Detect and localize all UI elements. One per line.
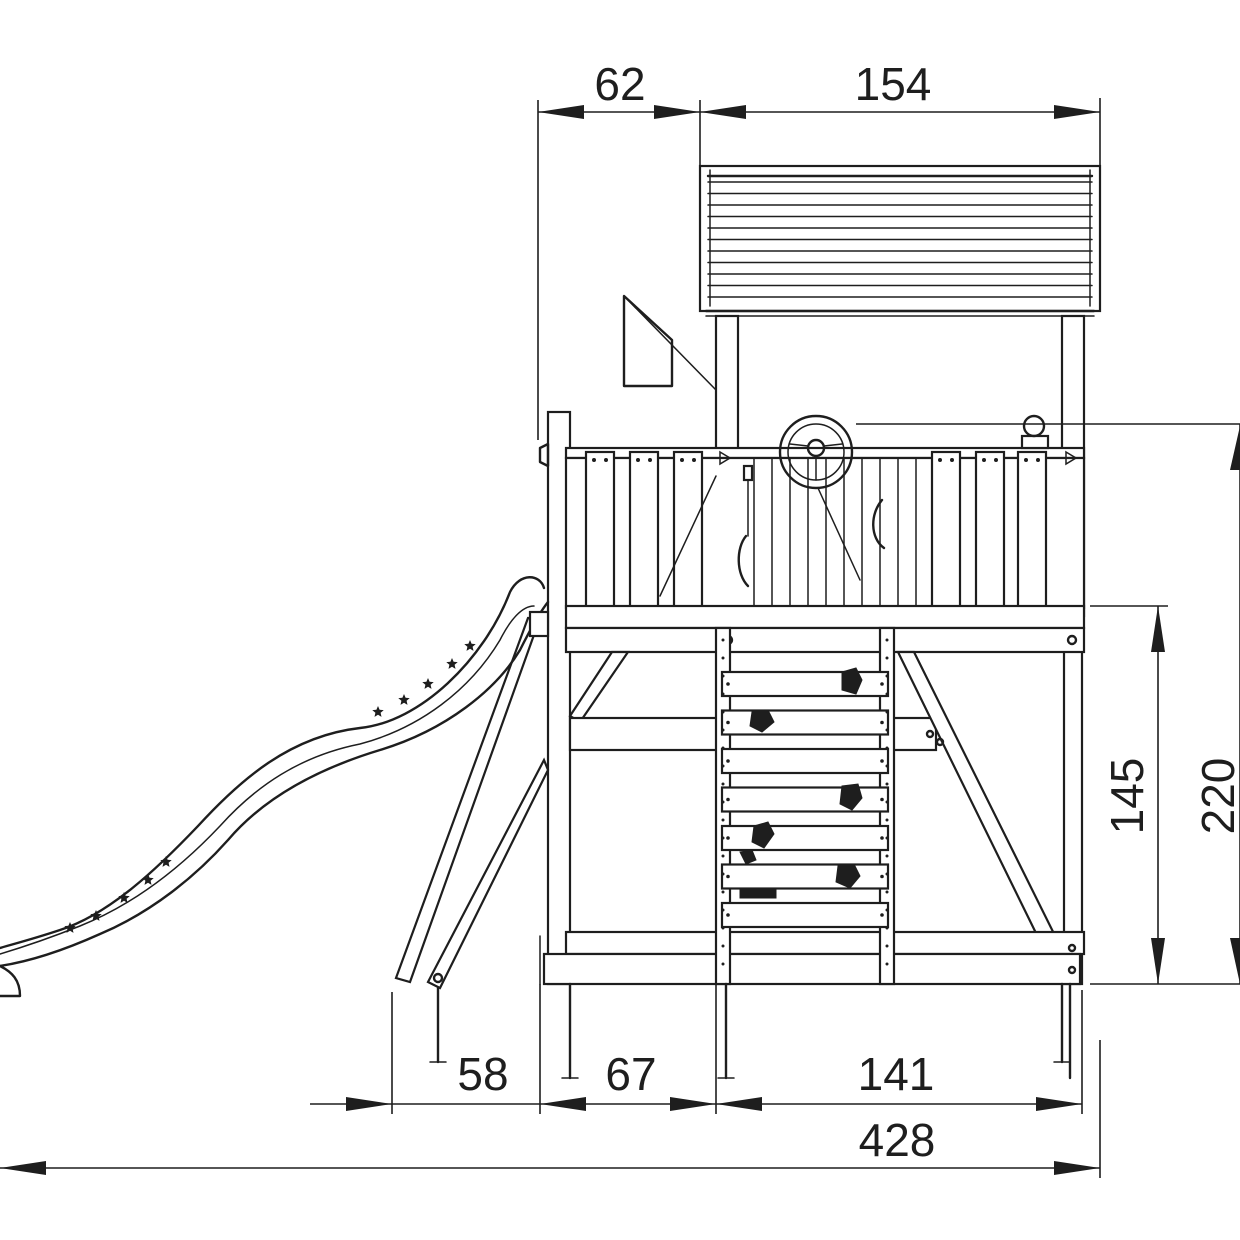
telescope-icon[interactable] [1020, 414, 1050, 450]
dim-right-inner-label: 145 [1101, 758, 1153, 835]
deck [564, 604, 1086, 654]
roof [698, 164, 1102, 317]
dim-bottom-a-label: 58 [457, 1048, 508, 1100]
wall-board [720, 863, 890, 890]
star-icon [90, 910, 102, 921]
star-icon [446, 658, 458, 669]
dim-bottom-c-label: 141 [858, 1048, 935, 1100]
railing-board [584, 450, 616, 624]
railing-board [974, 450, 1006, 624]
wall-boards [720, 638, 890, 966]
dimension-labels: 62 154 145 220 58 67 141 428 [457, 58, 1240, 1166]
ground-anchors [429, 982, 1072, 1080]
wall-board [720, 901, 890, 929]
slide-stars [64, 640, 476, 933]
railing [538, 414, 1086, 624]
star-icon [398, 694, 410, 705]
wall-board [720, 786, 890, 813]
center-slats [659, 457, 917, 607]
wall-board [720, 670, 890, 698]
star-icon [142, 874, 154, 885]
star-icon [64, 922, 76, 933]
star-icon [372, 706, 384, 717]
steering-wheel-icon[interactable] [778, 414, 854, 490]
slide[interactable] [0, 576, 550, 998]
railing-board [1016, 450, 1048, 624]
dimension-lines [0, 98, 1240, 1178]
wall-board [720, 747, 890, 775]
star-icon [118, 892, 130, 903]
star-icon [160, 856, 172, 867]
left-handle [737, 534, 750, 588]
roof-slats [706, 169, 1094, 307]
railing-board [628, 450, 660, 624]
under-structure [539, 650, 1086, 986]
star-icon [464, 640, 476, 651]
dim-top-left-label: 62 [594, 58, 645, 110]
dim-bottom-b-label: 67 [605, 1048, 656, 1100]
slide-support [394, 616, 550, 990]
dim-right-outer-label: 220 [1192, 758, 1240, 835]
railing-board [930, 450, 962, 624]
wall-board [720, 709, 890, 736]
wall-board [720, 824, 890, 852]
star-icon [422, 678, 434, 689]
railing-boards [584, 450, 1048, 624]
climbing-holds [739, 667, 863, 899]
climbing-wall [714, 626, 896, 986]
dim-overall-label: 428 [859, 1114, 936, 1166]
right-handle [872, 498, 886, 550]
flag [622, 294, 717, 391]
dim-top-right-label: 154 [855, 58, 932, 110]
